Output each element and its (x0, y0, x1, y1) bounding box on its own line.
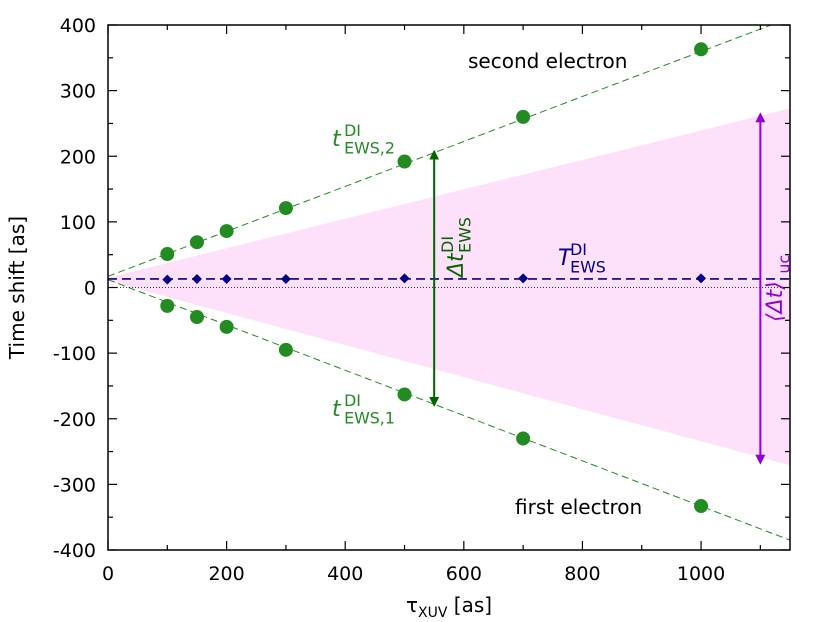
x-tick-label-400: 400 (327, 563, 363, 585)
y-tick-label--200: -200 (53, 409, 96, 431)
delta-t-uc-label: ⟨Δt⟩ uc (763, 255, 794, 322)
data-point-series3-6 (696, 273, 707, 284)
labels-layer: τXUV [as] Time shift [as] second electron f… (5, 49, 794, 621)
data-point-series2-3 (278, 342, 293, 357)
data-point-series2-5 (516, 431, 531, 446)
delta-t-uc-label-text: ⟨Δt⟩ (763, 281, 788, 322)
uncertainty-band-layer (108, 108, 790, 466)
y-tick-label-100: 100 (60, 212, 96, 234)
x-axis-title: τXUV [as] (406, 593, 492, 621)
delta-t-uc-label-sub: uc (775, 255, 794, 274)
data-point-series3-3 (280, 273, 291, 284)
data-point-series1-1 (189, 235, 204, 250)
t-ews2-label-text: t (332, 127, 342, 152)
uncertainty-band (108, 108, 790, 466)
data-point-series2-0 (160, 298, 175, 313)
t-ews1-label-text: t (332, 397, 342, 422)
delta-t-ews-label-text: Δt (444, 252, 469, 279)
T-ews-label-sup: DI (570, 240, 587, 259)
x-tick-label-1000: 1000 (677, 563, 725, 585)
first-electron-label: first electron (515, 495, 642, 519)
data-point-series3-5 (518, 273, 529, 284)
data-point-series1-3 (278, 201, 293, 216)
y-tick-label-400: 400 (60, 15, 96, 37)
data-point-series2-1 (189, 310, 204, 325)
data-points-layer (160, 42, 709, 514)
data-point-series3-4 (399, 273, 410, 284)
data-point-series1-0 (160, 247, 175, 262)
t-ews1-label-sup: DI (344, 391, 361, 410)
t-ews1-label-sub: EWS,1 (344, 409, 395, 428)
data-point-series1-5 (516, 109, 531, 124)
data-point-series2-6 (694, 499, 709, 514)
y-tick-label--300: -300 (53, 474, 96, 496)
fit-lines-layer (108, 25, 790, 541)
y-tick-label-0: 0 (84, 278, 96, 300)
data-point-series2-2 (219, 319, 234, 334)
delta-t-ews-label-sub: EWS (456, 217, 475, 253)
data-point-series1-2 (219, 224, 234, 239)
x-tick-label-600: 600 (446, 563, 482, 585)
x-tick-label-800: 800 (564, 563, 600, 585)
data-point-series3-0 (162, 274, 173, 285)
T-ews-label-text: T (558, 246, 573, 271)
x-tick-label-200: 200 (208, 563, 244, 585)
x-tick-label-0: 0 (102, 563, 114, 585)
t-ews2-label-sup: DI (344, 121, 361, 140)
y-tick-label--100: -100 (53, 343, 96, 365)
second-electron-label: second electron (468, 49, 627, 73)
data-point-series1-4 (397, 154, 412, 169)
T-ews-label-sub: EWS (570, 258, 606, 277)
y-tick-label--400: -400 (53, 540, 96, 562)
y-tick-label-200: 200 (60, 146, 96, 168)
data-point-series3-1 (191, 273, 202, 284)
data-point-series2-4 (397, 387, 412, 402)
delta-t-ews-label-sup: DI (438, 236, 457, 253)
data-point-series3-2 (221, 273, 232, 284)
data-point-series1-6 (694, 42, 709, 57)
axes-layer: 0 200 400 600 800 1000 -400 -300 -200 -100 0 100 200… (53, 15, 791, 585)
t-ews2-label-sub: EWS,2 (344, 139, 395, 158)
y-tick-label-300: 300 (60, 81, 96, 103)
arrows-layer (429, 112, 766, 465)
y-axis-title: Time shift [as] (5, 216, 29, 360)
